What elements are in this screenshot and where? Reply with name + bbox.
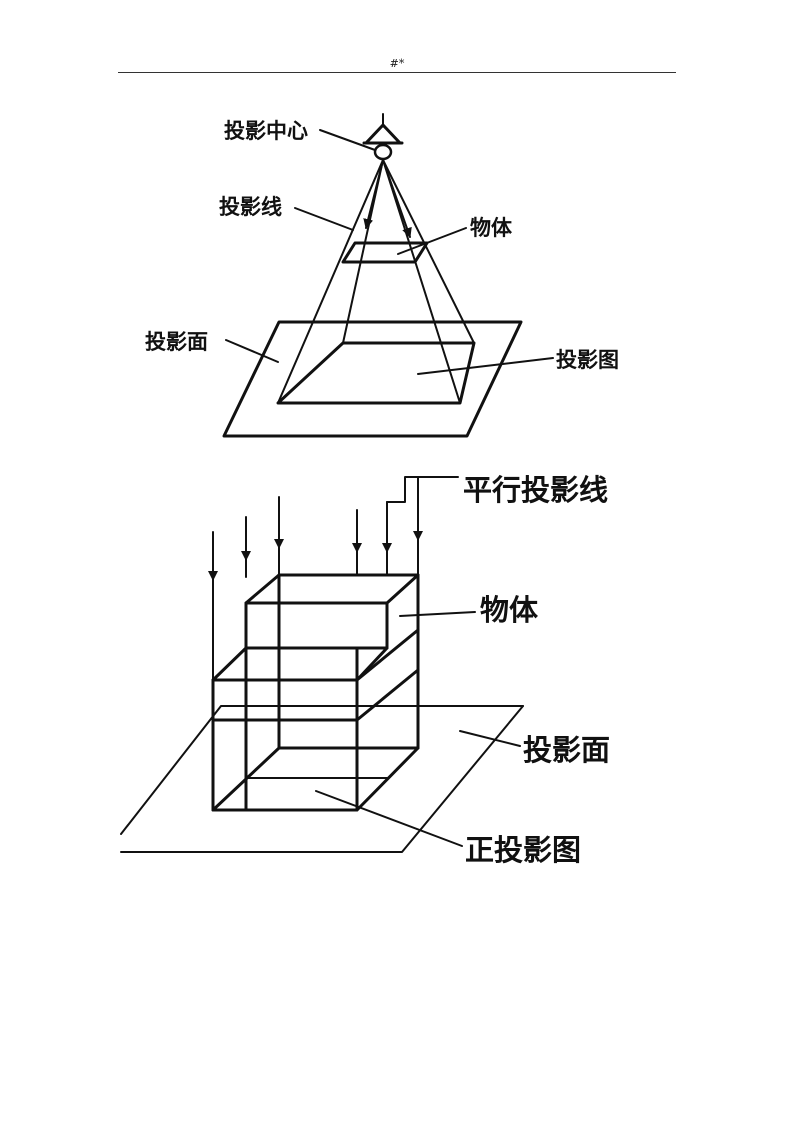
label-projection-plane-top: 投影面	[145, 330, 208, 354]
central-projection-figure: 投影中心 投影线 物体 投影面 投影图	[145, 113, 619, 438]
parallel-arrows	[208, 476, 423, 581]
header-rule	[118, 72, 676, 73]
lamp-icon	[362, 113, 404, 161]
projection-plane	[222, 320, 523, 438]
leader-lines-bottom	[315, 476, 524, 847]
label-projection-image: 投影图	[556, 348, 619, 372]
projection-rays	[277, 159, 475, 404]
orthographic-image	[211, 746, 420, 812]
label-projection-center: 投影中心	[224, 119, 308, 143]
leader-lines-top	[225, 129, 554, 375]
label-projection-lines: 投影线	[219, 195, 282, 219]
orthographic-projection-figure: 平行投影线 物体 投影面 正投影图	[120, 473, 610, 867]
label-projection-plane-bottom: 投影面	[523, 733, 610, 767]
label-parallel-projection-lines: 平行投影线	[463, 473, 608, 507]
parallel-lines-body	[212, 539, 419, 681]
label-orthographic-image: 正投影图	[465, 833, 581, 867]
page-header-marker: #*	[389, 57, 405, 70]
stepped-object	[211, 573, 420, 812]
label-object-top: 物体	[470, 216, 513, 240]
label-object-bottom: 物体	[480, 593, 539, 627]
